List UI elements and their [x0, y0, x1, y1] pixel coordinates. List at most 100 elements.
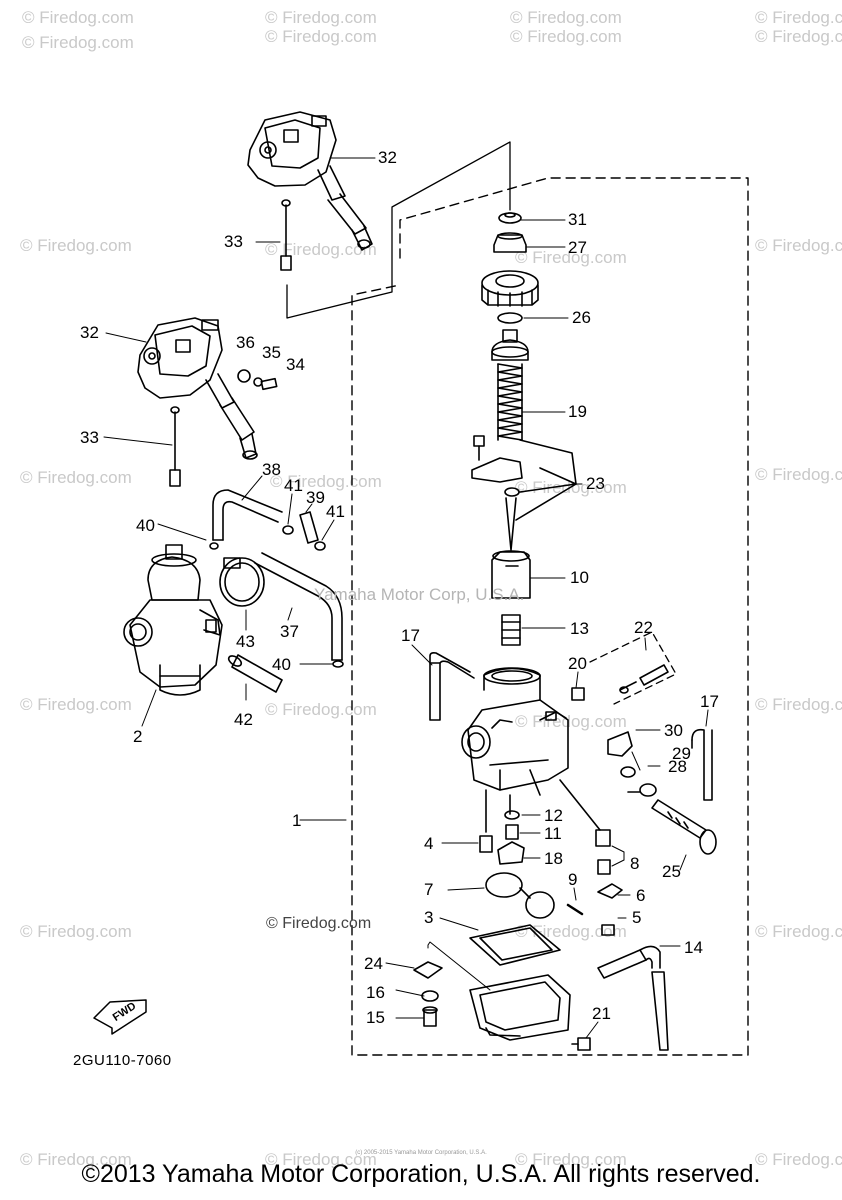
pilot-screw-22: [589, 631, 677, 705]
pin-9: [566, 903, 584, 916]
tube-42: [227, 654, 283, 693]
starter-plunger-25: [651, 799, 717, 855]
callout-28: 28: [668, 757, 687, 776]
callout-3: 3: [424, 908, 434, 927]
callout-40: 40: [272, 655, 291, 674]
bracket-24: [413, 961, 443, 979]
callout-1: 1: [292, 811, 302, 830]
carburetor-assembly-2: [123, 544, 223, 696]
fwd-arrow: [93, 999, 147, 1035]
callout-17: 17: [401, 626, 420, 645]
watermark: © Firedog.com: [20, 922, 132, 941]
callout-18: 18: [544, 849, 563, 868]
vent-hose-17-left: [429, 652, 475, 721]
watermark: © Firedog.com: [22, 8, 134, 27]
callout-31: 31: [568, 210, 587, 229]
copyright-notice: ©2013 Yamaha Motor Corporation, U.S.A. A…: [81, 1160, 761, 1188]
watermark: © Firedog.com: [265, 700, 377, 719]
drain-screw-21: [571, 1037, 591, 1051]
watermark: © Firedog.com: [755, 8, 842, 27]
throttle-housing-32-lower: [137, 317, 258, 460]
screw-washer-nut-34-36: [237, 369, 278, 391]
callout-27: 27: [568, 238, 587, 257]
callout-15: 15: [366, 1008, 385, 1027]
vent-hose-17-right: [691, 728, 713, 801]
callout-39: 39: [306, 488, 325, 507]
callout-32: 32: [80, 323, 99, 342]
fine-print: (c) 2005-2015 Yamaha Motor Corporation, …: [355, 1150, 487, 1156]
callout-32: 32: [378, 148, 397, 167]
callout-22: 22: [634, 618, 653, 637]
callout-35: 35: [262, 343, 281, 362]
throttle-housing-32-top: [247, 111, 373, 251]
callout-12: 12: [544, 806, 563, 825]
callout-26: 26: [572, 308, 591, 327]
callout-25: 25: [662, 862, 681, 881]
spring-19: [497, 363, 523, 441]
callout-40: 40: [136, 516, 155, 535]
callout-29: 29: [672, 744, 691, 763]
hose-37: [254, 552, 343, 661]
watermark: © Firedog.com: [20, 1150, 132, 1169]
watermark: © Firedog.com: [510, 27, 622, 46]
clamp-43: [219, 557, 265, 607]
callout-38: 38: [262, 460, 281, 479]
callout-5: 5: [632, 908, 642, 927]
inline-credit: © Firedog.com: [266, 915, 372, 932]
washer-31: [498, 212, 522, 224]
screw-5: [601, 924, 615, 936]
watermark: © Firedog.com: [755, 1150, 842, 1169]
throttle-valve-10: [491, 550, 531, 599]
watermark: © Firedog.com: [265, 1150, 377, 1169]
needle-jet-13: [501, 614, 521, 646]
callout-33: 33: [80, 428, 99, 447]
callout-13: 13: [570, 619, 589, 638]
holder-18: [497, 841, 525, 865]
cable-33-lower: [169, 406, 181, 487]
callout-11: 11: [544, 824, 562, 843]
plug-20: [571, 687, 585, 701]
clip-fitting-39-41: [282, 511, 326, 551]
watermark: © Firedog.com: [265, 27, 377, 46]
watermark: © Firedog.com: [20, 468, 132, 487]
callout-4: 4: [424, 834, 434, 853]
watermark: © Firedog.com: [515, 712, 627, 731]
top-nut: [481, 270, 539, 307]
watermark: © Firedog.com: [265, 240, 377, 259]
callout-9: 9: [568, 870, 578, 889]
screw-28: [627, 783, 657, 797]
pilot-jet-4: [479, 835, 493, 853]
connector-line: [286, 141, 511, 319]
drawing-code: 2GU110-7060: [73, 1052, 172, 1069]
callout-8: 8: [630, 854, 640, 873]
callout-20: 20: [568, 654, 587, 673]
callout-17: 17: [700, 692, 719, 711]
watermark: © Firedog.com: [22, 33, 134, 52]
watermark: © Firedog.com: [755, 922, 842, 941]
plate-6: [597, 883, 623, 899]
callout-10: 10: [570, 568, 589, 587]
callout-14: 14: [684, 938, 703, 957]
leader-lines: [103, 157, 709, 1039]
center-watermark: Yamaha Motor Corp, U.S.A.: [314, 585, 525, 604]
callout-41: 41: [326, 502, 345, 521]
float-valve-8: [595, 829, 611, 875]
float-bowl: [469, 974, 571, 1041]
callout-33: 33: [224, 232, 243, 251]
watermark: © Firedog.com: [515, 248, 627, 267]
callout-36: 36: [236, 333, 255, 352]
callout-6: 6: [636, 886, 646, 905]
needle-set-23: [471, 435, 577, 551]
watermark: © Firedog.com: [755, 236, 842, 255]
assembly-frame: [351, 177, 749, 1056]
watermark: © Firedog.com: [20, 236, 132, 255]
callout-19: 19: [568, 402, 587, 421]
callout-7: 7: [424, 880, 434, 899]
callout-34: 34: [286, 355, 305, 374]
carburetor-body-1: [461, 667, 569, 796]
callout-2: 2: [133, 727, 143, 746]
watermark: © Firedog.com: [755, 27, 842, 46]
callout-43: 43: [236, 632, 255, 651]
clip-40-b: [332, 660, 344, 668]
